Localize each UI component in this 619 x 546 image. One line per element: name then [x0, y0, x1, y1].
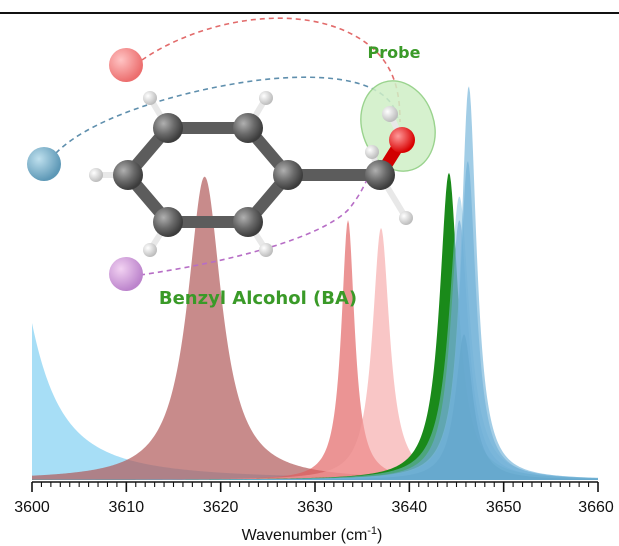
- peak-area-3: [32, 219, 598, 480]
- atom-carbon: [273, 160, 303, 190]
- atom-h-hydroxyl: [382, 106, 398, 122]
- atom-carbon: [233, 113, 263, 143]
- x-tick-label: 3630: [297, 499, 333, 516]
- atom-h: [143, 91, 157, 105]
- probe-label: Probe: [368, 43, 421, 62]
- peak-area-1: [32, 323, 598, 480]
- atom-carbon: [113, 160, 143, 190]
- x-tick-label: 3620: [203, 499, 239, 516]
- peak-area-9: [32, 160, 598, 480]
- x-tick-label: 3640: [392, 499, 428, 516]
- molecule-label: Benzyl Alcohol (BA): [159, 288, 357, 309]
- x-axis-tick-labels: 3600 3610 3620 3630 3640 3650 3660: [14, 499, 614, 516]
- peak-area-6: [32, 220, 598, 480]
- peak-area-2: [32, 176, 598, 480]
- x-axis-label-superscript: -1: [367, 525, 377, 537]
- atom-carbon-ch2: [365, 160, 395, 190]
- x-axis-label: Wavenumber (cm-1): [242, 525, 383, 544]
- atom-carbon: [233, 207, 263, 237]
- atom-h: [259, 91, 273, 105]
- blue-marker-sphere: [27, 147, 61, 181]
- atom-h: [365, 145, 379, 159]
- x-tick-label: 3600: [14, 499, 50, 516]
- atom-h: [399, 211, 413, 225]
- spectrum-peaks: [32, 86, 598, 480]
- purple-marker-sphere: [109, 257, 143, 291]
- link-pink: [141, 17, 401, 123]
- atom-h: [143, 243, 157, 257]
- x-tick-label: 3650: [486, 499, 522, 516]
- atom-h: [89, 168, 103, 182]
- x-tick-label: 3610: [109, 499, 145, 516]
- peak-area-5: [32, 172, 598, 480]
- link-purple: [139, 154, 377, 276]
- pink-marker-sphere: [109, 48, 143, 82]
- atom-oxygen: [389, 127, 415, 153]
- x-axis-ticks: [31, 482, 599, 492]
- link-blue: [49, 76, 399, 161]
- peak-area-7: [32, 196, 598, 480]
- atom-carbon: [153, 207, 183, 237]
- benzyl-alcohol-molecule: Probe Benzyl Alcohol (BA): [27, 17, 436, 309]
- atom-carbon: [153, 113, 183, 143]
- x-tick-label: 3660: [578, 499, 614, 516]
- peak-area-10: [32, 86, 598, 480]
- atom-h: [259, 243, 273, 257]
